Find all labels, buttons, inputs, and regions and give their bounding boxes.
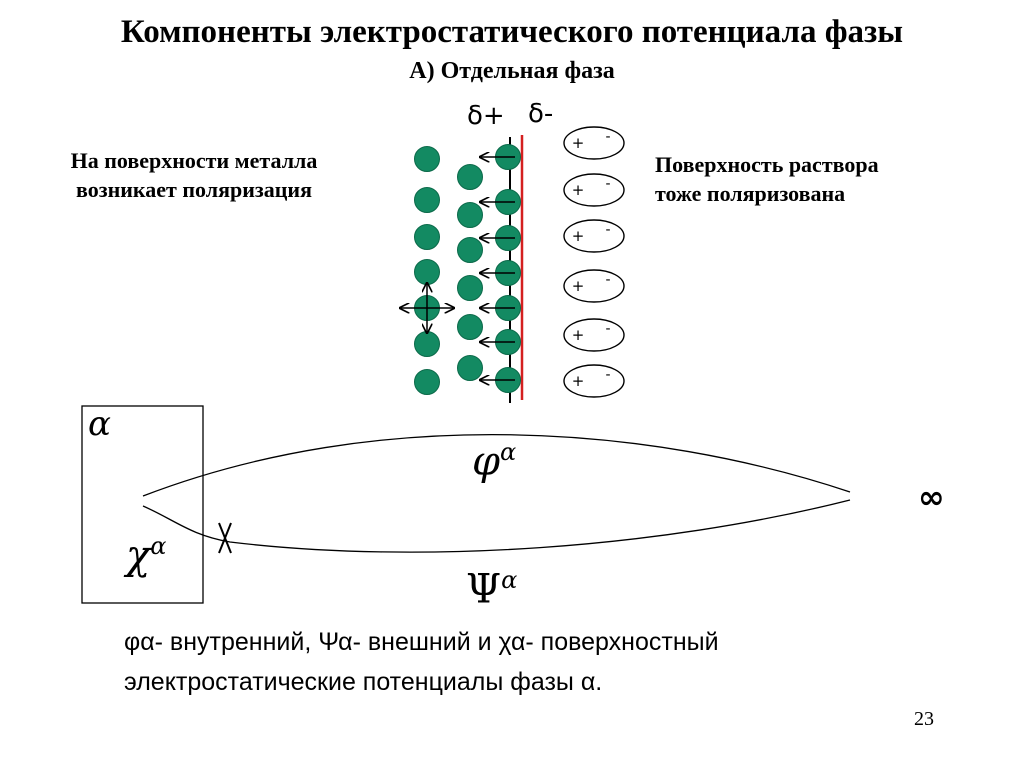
- dipole-minus-sign: -: [605, 321, 610, 337]
- metal-atom: [457, 314, 483, 340]
- dipole-plus-sign: +: [572, 326, 585, 344]
- solution-dipole: +-: [563, 126, 625, 160]
- solution-dipole: +-: [563, 364, 625, 398]
- surface-potential-label: χα: [126, 532, 166, 578]
- dipole-minus-sign: -: [605, 129, 610, 145]
- dipole-plus-sign: +: [572, 372, 585, 390]
- dipole-plus-sign: +: [572, 134, 585, 152]
- metal-atom: [457, 237, 483, 263]
- solution-surface-note-line1: Поверхность раствора: [655, 152, 879, 177]
- phase-box: [81, 405, 204, 604]
- dipole-minus-sign: -: [605, 367, 610, 383]
- metal-atom: [414, 146, 440, 172]
- metal-atom: [414, 187, 440, 213]
- outer-potential-label: Ψα: [466, 566, 517, 612]
- metal-atoms: [414, 144, 521, 395]
- solution-dipole: +-: [563, 173, 625, 207]
- dipole-minus-sign: -: [605, 272, 610, 288]
- metal-atom: [414, 331, 440, 357]
- inner-potential-symbol: φ: [472, 438, 501, 485]
- solution-dipoles: +-+-+-+-+-+-: [563, 126, 625, 398]
- metal-surface-note-line2: возникает поляризация: [76, 177, 312, 202]
- surface-jump-mark: [218, 522, 232, 554]
- dipole-minus-sign: -: [605, 222, 610, 238]
- surface-potential-symbol: χ: [126, 532, 151, 579]
- infinity-label: ∞: [918, 478, 945, 516]
- metal-atom: [457, 164, 483, 190]
- caption-line2: электростатические потенциалы фазы α.: [124, 668, 603, 696]
- solution-surface-note-line2: тоже поляризована: [655, 181, 846, 206]
- metal-atom: [414, 224, 440, 250]
- slide-title: Компоненты электростатического потенциал…: [120, 14, 904, 50]
- solution-dipole: +-: [563, 269, 625, 303]
- polarization-arrows: [480, 157, 515, 380]
- dipole-plus-sign: +: [572, 181, 585, 199]
- inner-potential-curve: [142, 433, 851, 497]
- delta-plus-label: δ+: [467, 101, 505, 131]
- metal-atom: [457, 275, 483, 301]
- slide-subtitle: А) Отдельная фаза: [409, 58, 615, 84]
- caption: φα- внутренний, Ψα- внешний и χα- поверх…: [124, 622, 924, 702]
- solution-dipole: +-: [563, 318, 625, 352]
- phase-alpha-label: α: [88, 404, 111, 444]
- caption-line1: φα- внутренний, Ψα- внешний и χα- поверх…: [124, 628, 719, 656]
- metal-atom: [414, 369, 440, 395]
- atom-vibration-arrows: [400, 283, 454, 333]
- dipole-plus-sign: +: [572, 227, 585, 245]
- metal-atom: [457, 355, 483, 381]
- metal-surface-note: На поверхности металла возникает поляриз…: [14, 146, 374, 204]
- dipole-plus-sign: +: [572, 277, 585, 295]
- metal-surface-note-line1: На поверхности металла: [70, 148, 318, 173]
- delta-minus-label: δ-: [528, 99, 554, 129]
- metal-atom: [457, 202, 483, 228]
- solution-dipole: +-: [563, 219, 625, 253]
- outer-potential-curve: [142, 499, 851, 553]
- dipole-minus-sign: -: [605, 176, 610, 192]
- page-number: 23: [914, 708, 934, 730]
- solution-surface-note: Поверхность раствора тоже поляризована: [655, 150, 985, 208]
- inner-potential-sup: α: [500, 438, 517, 466]
- inner-potential-label: φα: [472, 438, 516, 484]
- metal-atom: [414, 259, 440, 285]
- surface-potential-sup: α: [150, 532, 167, 560]
- outer-potential-symbol: Ψ: [466, 566, 502, 613]
- outer-potential-sup: α: [501, 566, 518, 594]
